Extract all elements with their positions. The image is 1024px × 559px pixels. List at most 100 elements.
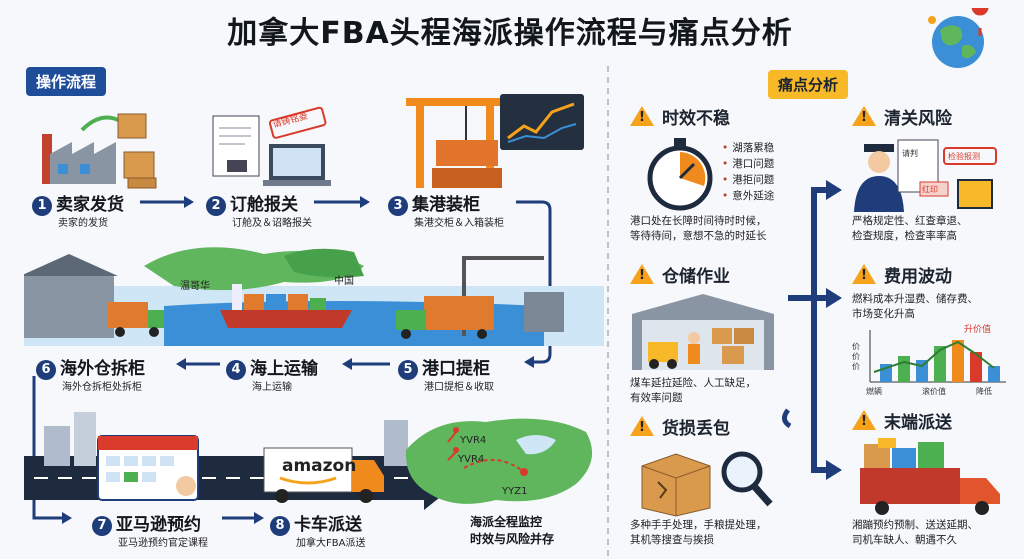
cost-desc: 燃料成本升湿费、储存费、 市场变化升高 xyxy=(852,292,978,322)
step-5-title: 港口提柜 xyxy=(422,359,490,379)
step-6-title: 海外仓拆柜 xyxy=(60,359,145,379)
pain-cost-title: 费用波动 xyxy=(852,262,952,287)
cost-desc-line: 燃料成本升湿费、储存费、 xyxy=(852,293,978,305)
customs-desc-line: 严格规定性、红查章退、 xyxy=(852,215,968,227)
cost-x-label-2: 滚价值 xyxy=(922,387,946,396)
map-label-china: 中国 xyxy=(334,276,354,287)
pain-timeliness-title: 时效不稳 xyxy=(630,104,730,129)
truck-icon xyxy=(263,447,384,503)
flow-arrows-top xyxy=(140,196,552,368)
step-8-sub: 加拿大FBA派送 xyxy=(296,538,366,549)
officer-icon xyxy=(854,139,997,212)
timeliness-desc-line: 港口处在长障时间待时时候， xyxy=(630,215,767,227)
calendar-icon xyxy=(97,435,199,501)
pain-cost-label: 费用波动 xyxy=(884,267,952,287)
canada-map xyxy=(405,418,593,504)
step-7-title: 亚马逊预约 xyxy=(116,515,201,535)
monitor-line-2: 时效与风险并存 xyxy=(470,532,555,546)
step-8-title: 卡车派送 xyxy=(294,515,362,535)
document-icon xyxy=(212,106,331,186)
warning-icon xyxy=(630,416,654,436)
warning-icon xyxy=(852,264,876,284)
customs-stamp-1: 检验报测 xyxy=(948,152,980,161)
fc-label-yvr4-a: YVR4 xyxy=(460,435,487,446)
step-2-title: 订舱报关 xyxy=(230,195,298,215)
pain-branch-arrows xyxy=(782,180,842,480)
fc-label-yyz1: YYZ1 xyxy=(502,486,528,497)
page-title: 加拿大FBA头程海派操作流程与痛点分析 xyxy=(227,16,793,51)
lastmile-desc-line: 湘蹦预约预制、送送延期、 xyxy=(852,519,978,531)
customs-desc-line: 检查规度，检查率率高 xyxy=(852,230,957,242)
customs-doc-label: 请判 xyxy=(902,149,918,158)
pain-customs-label: 清关风险 xyxy=(884,109,952,129)
step-2-sub: 订舱及＆诏略报关 xyxy=(232,218,312,229)
process-section-label: 操作流程 xyxy=(26,67,107,96)
timeliness-bullet: 港口问题 xyxy=(722,156,774,172)
step-2-number: 2 xyxy=(206,196,226,216)
pain-damage-title: 货损丢包 xyxy=(630,414,730,439)
warehouse-desc-line: 有效率问题 xyxy=(630,392,683,404)
stopwatch-icon xyxy=(647,138,713,211)
pain-lastmile-title: 末端派送 xyxy=(852,408,952,433)
pain-warehouse-title: 仓储作业 xyxy=(630,262,730,287)
step-6-sub: 海外仓拆柜处拆柜 xyxy=(62,382,142,393)
map-label-vancouver: 温哥华 xyxy=(180,281,210,292)
section-divider xyxy=(607,66,609,556)
timeliness-desc-line: 等待待间，意想不急的时延长 xyxy=(630,230,767,242)
warning-icon xyxy=(630,264,654,284)
cost-axis-label: 价价价 xyxy=(852,342,860,371)
globe-icon xyxy=(928,8,989,68)
lastmile-desc: 湘蹦预约预制、送送延期、 司机车缺人、朝遇不久 xyxy=(852,518,978,548)
amazon-logo: amazon xyxy=(282,456,357,476)
customs-desc: 严格规定性、红查章退、 检查规度，检查率率高 xyxy=(852,214,968,244)
step-1-title: 卖家发货 xyxy=(56,195,124,215)
step-4-number: 4 xyxy=(226,360,246,380)
pain-section-label: 痛点分析 xyxy=(768,70,849,99)
warehouse-desc: 煤车延拉延险、人工缺足， 有效率问题 xyxy=(630,376,756,406)
shipping-map xyxy=(24,247,604,346)
pain-customs-title: 清关风险 xyxy=(852,104,952,129)
step-1-sub: 卖家的发货 xyxy=(58,218,108,229)
factory-icon xyxy=(42,113,157,189)
cost-x-label-3: 降低 xyxy=(976,387,992,396)
timeliness-bullet: 港拒问题 xyxy=(722,172,774,188)
step-3-title: 集港装柜 xyxy=(412,195,480,215)
step-3-sub: 集港交柜＆入箱装柜 xyxy=(414,218,504,229)
warning-icon xyxy=(852,410,876,430)
pain-lastmile-label: 末端派送 xyxy=(884,413,952,433)
warehouse-desc-line: 煤车延拉延险、人工缺足， xyxy=(630,377,756,389)
damage-desc: 多种手手处理，手粮提处理， 其机等搜查与挨损 xyxy=(630,518,767,548)
pain-damage-label: 货损丢包 xyxy=(662,419,730,439)
timeliness-bullet: 意外延途 xyxy=(722,188,774,204)
warning-icon xyxy=(630,106,654,126)
step-4-sub: 海上运输 xyxy=(252,382,292,393)
timeliness-desc: 港口处在长障时间待时时候， 等待待间，意想不急的时延长 xyxy=(630,214,767,244)
pain-timeliness-label: 时效不稳 xyxy=(662,109,730,129)
step-6-number: 6 xyxy=(36,360,56,380)
step-1-number: 1 xyxy=(32,196,52,216)
timeliness-bullet: 湖落累稳 xyxy=(722,140,774,156)
warning-icon xyxy=(852,106,876,126)
step-7-sub: 亚马逊预约官定课程 xyxy=(118,538,208,549)
fc-label-yvr4-b: YVR4 xyxy=(458,454,485,465)
magnifier-icon xyxy=(721,451,773,507)
monitor-note: 海派全程监控 时效与风险并存 xyxy=(470,514,554,548)
crane-icon xyxy=(406,94,584,188)
step-4-title: 海上运输 xyxy=(250,359,318,379)
cost-desc-line: 市场变化升高 xyxy=(852,308,915,320)
damage-icon xyxy=(641,451,773,517)
monitor-line-1: 海派全程监控 xyxy=(470,515,543,529)
pain-warehouse-label: 仓储作业 xyxy=(662,267,730,287)
step-8-number: 8 xyxy=(270,516,290,536)
cost-chart-note: 升价值 xyxy=(964,325,992,335)
timeliness-bullets: 湖落累稳 港口问题 港拒问题 意外延途 xyxy=(722,140,774,204)
step-5-sub: 港口提柜＆收取 xyxy=(424,382,494,393)
cost-bar-chart xyxy=(869,330,1006,383)
